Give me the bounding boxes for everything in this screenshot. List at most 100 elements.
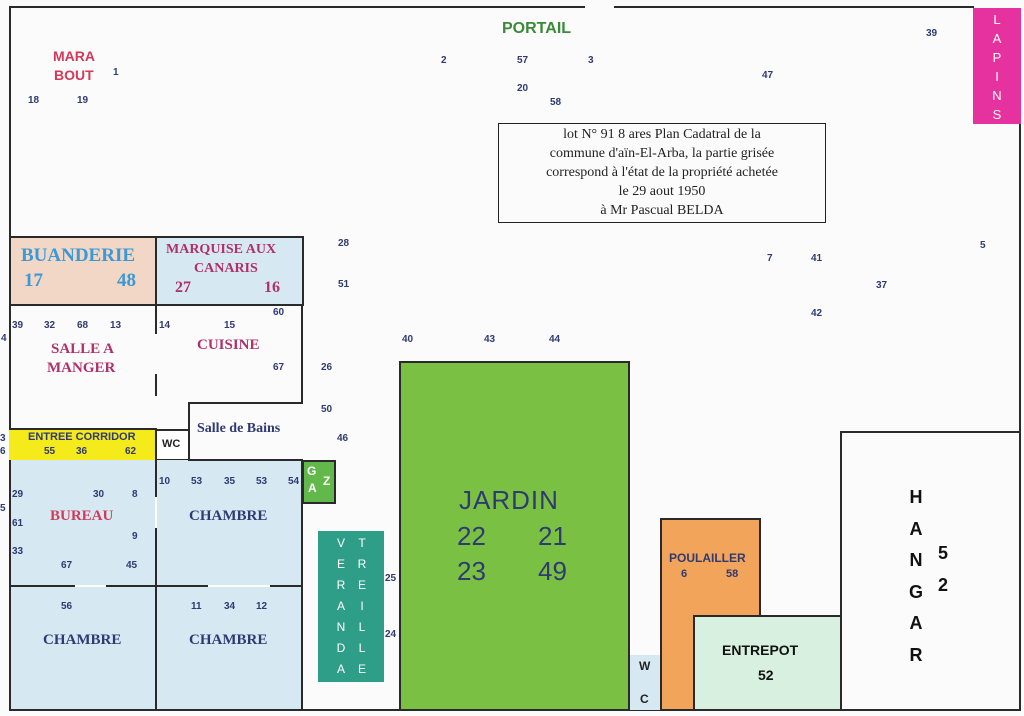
lapins-letter: I xyxy=(995,69,999,84)
entree-number-2: 36 xyxy=(76,446,88,457)
treille-letter: R xyxy=(357,557,367,571)
hangar-letter: H xyxy=(909,487,923,507)
veranda-letter: V xyxy=(336,536,345,550)
plot-number: 67 xyxy=(61,560,73,571)
plot-number: 19 xyxy=(77,95,89,106)
plot-number: 32 xyxy=(44,320,56,331)
plot-number: 13 xyxy=(110,320,122,331)
wc2-letter-c: C xyxy=(640,692,649,706)
plot-number: 34 xyxy=(224,601,236,612)
entree-corridor xyxy=(9,430,156,460)
chambre-label-1: CHAMBRE xyxy=(189,508,268,524)
manger-cuisine-wall-top xyxy=(155,304,157,334)
wc-room xyxy=(155,429,190,461)
plot-number: 58 xyxy=(550,97,562,108)
treille-letter: L xyxy=(358,620,366,634)
entrepot-number: 52 xyxy=(758,667,774,683)
jardin-number-4: 49 xyxy=(538,556,567,586)
plot-number: 33 xyxy=(12,546,24,557)
entree-number-1: 55 xyxy=(44,446,56,457)
gaz-box xyxy=(302,460,336,504)
manger-entree-wall xyxy=(9,428,157,430)
entrepot xyxy=(693,615,842,711)
middle-wall-1 xyxy=(9,585,75,587)
plot-number: 28 xyxy=(338,238,350,249)
plot-number: 1 xyxy=(113,67,119,78)
plot-number: 18 xyxy=(28,95,40,106)
entree-number-3: 62 xyxy=(125,446,137,457)
plot-number: 8 xyxy=(132,489,138,500)
plot-number: 41 xyxy=(811,253,823,264)
hangar-number-5: 5 xyxy=(938,543,949,563)
plot-number: 30 xyxy=(93,489,105,500)
treille-letter: L xyxy=(358,641,366,655)
veranda-treille xyxy=(318,531,384,682)
gaz-letter-g: G xyxy=(307,464,317,478)
hangar-number-2: 2 xyxy=(938,575,949,595)
plot-number: 67 xyxy=(273,362,285,373)
plot-number: 39 xyxy=(926,28,938,39)
plot-number: 57 xyxy=(517,55,529,66)
plot-number: 12 xyxy=(256,601,268,612)
info-line: commune d'aïn-El-Arba, la partie grisée xyxy=(549,146,775,161)
veranda-label: V E R A N D A xyxy=(333,533,349,680)
plot-number: 10 xyxy=(159,476,171,487)
jardin-number-3: 23 xyxy=(457,556,486,586)
buanderie-room xyxy=(9,236,157,306)
hangar-letter: N xyxy=(909,550,923,570)
marquise-number-1: 27 xyxy=(175,279,191,296)
lapins-label: L A P I N S xyxy=(973,10,1021,124)
lapins-letter: S xyxy=(992,107,1002,122)
hangar-letter: A xyxy=(909,518,923,539)
buanderie-label: BUANDERIE xyxy=(21,245,136,266)
plot-number: 3 xyxy=(0,433,6,444)
plot-number: 24 xyxy=(385,629,397,640)
right-wall xyxy=(1019,124,1021,432)
treille-letter: T xyxy=(358,536,366,550)
bureau-chambre-wall-mid xyxy=(155,528,157,709)
jardin-number-1: 22 xyxy=(457,521,486,551)
jardin-number-2: 21 xyxy=(538,521,567,551)
plot-number: 53 xyxy=(256,476,268,487)
plot-number: 46 xyxy=(337,433,349,444)
marquise-number-2: 16 xyxy=(264,279,280,296)
chambre-label-2: CHAMBRE xyxy=(43,632,122,648)
entree-label: ENTREE CORRIDOR xyxy=(28,431,136,443)
poulailler-label: POULAILLER xyxy=(669,551,746,565)
plot-number: 29 xyxy=(12,489,24,500)
cuisine-bains-wall xyxy=(188,402,303,404)
portail-label: PORTAIL xyxy=(502,20,572,37)
salle-manger-label-1: SALLE A xyxy=(51,341,114,357)
plot-number: 5 xyxy=(0,503,6,514)
plot-number: 54 xyxy=(288,476,300,487)
poulailler-number-1: 6 xyxy=(681,568,688,580)
plot-number: 51 xyxy=(338,279,350,290)
lapins-enclosure xyxy=(973,8,1021,124)
house-right-wall-lower xyxy=(301,459,303,710)
salle-bains-label: Salle de Bains xyxy=(197,421,281,436)
veranda-letter: A xyxy=(336,662,345,676)
veranda-letter: D xyxy=(336,641,346,655)
plot-number: 61 xyxy=(12,518,24,529)
chambre-room-2 xyxy=(11,587,155,709)
house-left-wall xyxy=(9,304,11,710)
marquise-label-1: MARQUISE AUX xyxy=(166,242,277,257)
marabout-label-2: BOUT xyxy=(54,67,94,83)
veranda-letter: A xyxy=(336,599,345,613)
chambre-room-3 xyxy=(157,587,301,709)
wc2-box xyxy=(630,655,660,710)
chambre-label-3: CHAMBRE xyxy=(189,632,268,648)
plot-number: 6 xyxy=(0,446,6,457)
info-line: lot N° 91 8 ares Plan Cadatral de la xyxy=(563,127,761,142)
plot-number: 37 xyxy=(876,280,888,291)
plot-number: 11 xyxy=(191,601,202,612)
lapins-letter: A xyxy=(992,31,1002,46)
veranda-letter: R xyxy=(336,578,346,592)
jardin-label: JARDIN xyxy=(459,485,559,515)
plot-number: 39 xyxy=(12,320,24,331)
treille-label: T R E I L L E xyxy=(354,533,370,680)
block-top-wall xyxy=(188,459,303,461)
plot-number: 42 xyxy=(811,308,823,319)
plot-number: 5 xyxy=(980,240,986,251)
